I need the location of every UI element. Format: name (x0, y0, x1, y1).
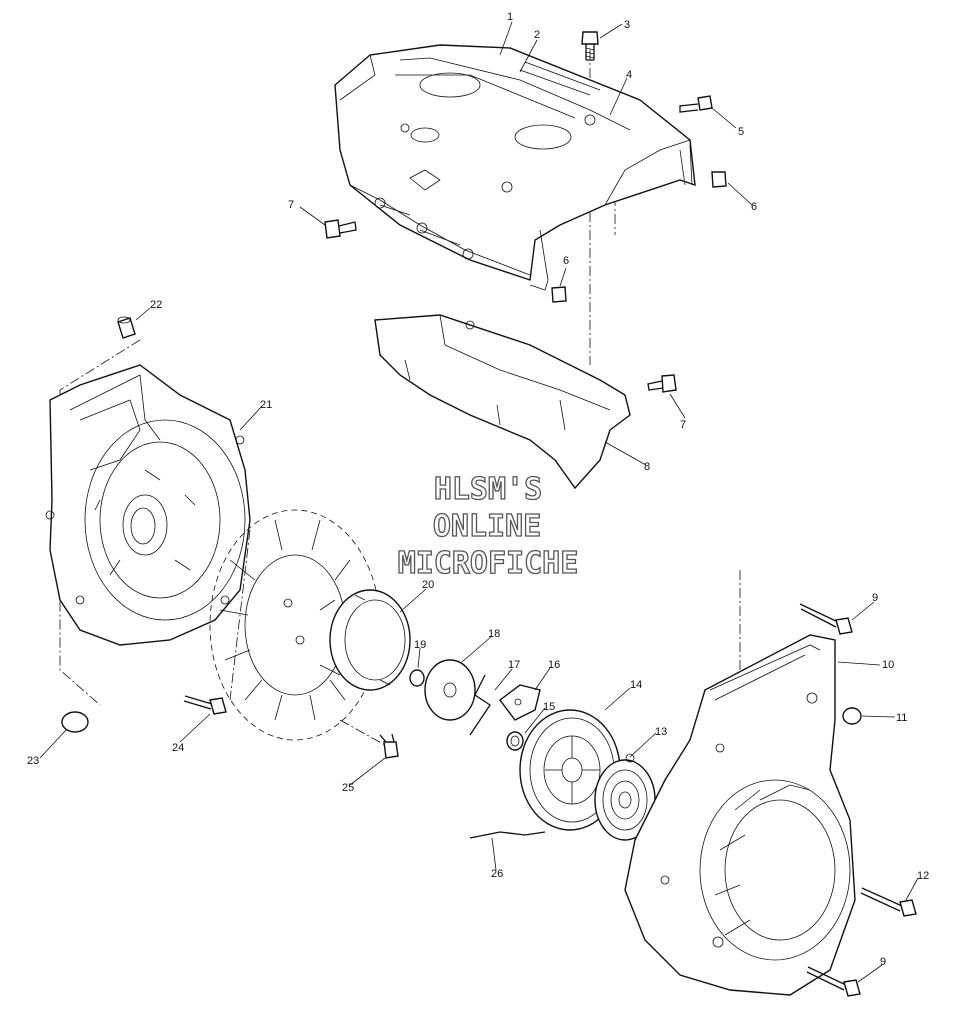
spring-part-17 (469, 674, 491, 736)
ratchet-part-16 (499, 684, 541, 721)
screw-part-5 (679, 95, 713, 113)
engine-cover-part (334, 44, 696, 291)
recoil-spring-part-13 (594, 753, 656, 841)
callout-4: 4 (626, 69, 632, 81)
bolt-part-24 (183, 695, 227, 715)
bolt-part-9a (799, 603, 853, 635)
callout-2: 2 (534, 29, 540, 41)
callout-19: 19 (414, 639, 426, 651)
callout-25: 25 (342, 782, 354, 794)
callout-16: 16 (548, 659, 560, 671)
callout-23: 23 (27, 755, 39, 767)
recoil-housing-part-10 (624, 634, 856, 996)
callout-10: 10 (882, 659, 894, 671)
callout-11: 11 (896, 712, 907, 724)
ring-part-15 (506, 731, 524, 751)
bolt-part-25 (379, 733, 399, 759)
callout-6-upper: 6 (751, 201, 757, 213)
callout-21: 21 (260, 399, 272, 411)
leader-lines (39, 21, 919, 983)
callout-13: 13 (655, 726, 667, 738)
callout-1: 1 (507, 11, 513, 23)
callout-18: 18 (488, 628, 500, 640)
bolt-part-3 (581, 31, 599, 61)
watermark-line-1: HLSM'S (434, 472, 542, 507)
watermark-line-3: MICROFICHE (398, 546, 579, 581)
callout-9-upper: 9 (872, 592, 878, 604)
grommet-part-6a (711, 171, 727, 188)
starter-cup-part-20 (319, 589, 411, 691)
nut-part-19 (409, 669, 425, 687)
callout-20: 20 (422, 579, 434, 591)
sleeve-part-22 (117, 316, 136, 339)
callout-26: 26 (491, 868, 503, 880)
callout-17: 17 (508, 659, 520, 671)
callouts: 1 2 3 4 5 6 6 7 7 8 9 9 10 11 12 13 14 1… (27, 11, 929, 968)
screw-part-7a (324, 219, 357, 239)
rope-part-26 (469, 831, 546, 839)
callout-22: 22 (150, 299, 162, 311)
clip-part-23 (61, 711, 89, 733)
callout-5: 5 (738, 126, 744, 138)
screw-part-7b (647, 374, 677, 393)
callout-6-lower: 6 (563, 255, 569, 267)
callout-9-lower: 9 (880, 956, 886, 968)
callout-14: 14 (630, 679, 642, 691)
callout-7-right: 7 (680, 419, 686, 431)
callout-7-left: 7 (288, 199, 294, 211)
shroud-part-8 (374, 314, 631, 490)
watermark-line-2: ONLINE (433, 509, 541, 544)
callout-8: 8 (644, 461, 650, 473)
plug-part-11 (842, 707, 862, 725)
callout-3: 3 (624, 19, 630, 31)
bolt-part-12 (860, 887, 917, 917)
callout-15: 15 (543, 701, 555, 713)
watermark: HLSM'S ONLINE MICROFICHE (397, 471, 579, 581)
callout-12: 12 (917, 870, 929, 882)
callout-24: 24 (172, 742, 184, 754)
grommet-part-6b (551, 286, 567, 303)
plate-part-18 (424, 659, 476, 721)
fan-housing-part-21 (45, 364, 251, 646)
bolt-part-9b (806, 966, 861, 997)
